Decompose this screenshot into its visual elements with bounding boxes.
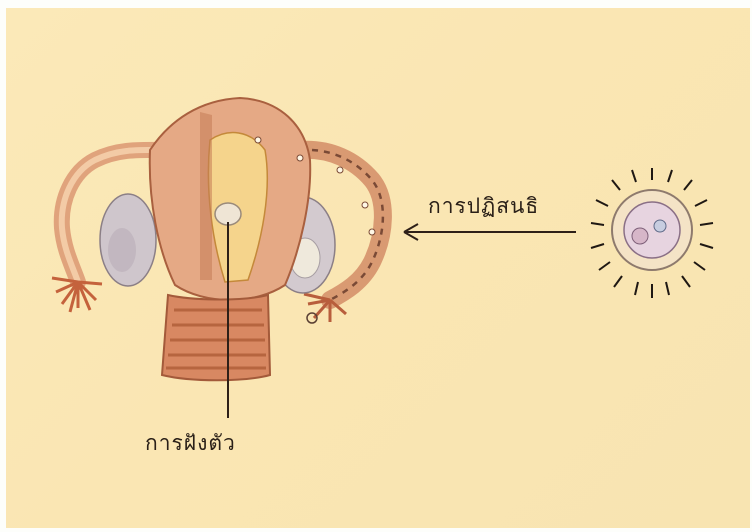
fertilized-egg (612, 190, 692, 270)
left-fimbriae (52, 278, 102, 312)
fertilization-label: การปฏิสนธิ (428, 190, 539, 223)
implanted-embryo (215, 203, 241, 225)
implantation-label: การฝังตัว (145, 427, 236, 460)
